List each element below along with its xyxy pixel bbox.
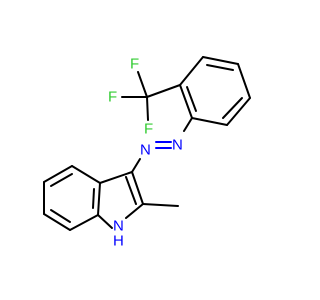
azo-nitrogen-upper: N <box>172 137 183 154</box>
phenyl-ring <box>179 56 251 126</box>
molecule-structure: F F F N N N H <box>43 56 251 250</box>
azo-linkage: N N <box>131 117 193 173</box>
indole-nitrogen-label: N <box>113 218 124 235</box>
fluorine-label-left: F <box>108 89 117 106</box>
fluorine-label-top: F <box>130 56 139 73</box>
fluorine-label-bottom: F <box>144 121 153 138</box>
benzo-ring <box>43 165 101 231</box>
trifluoromethyl-group: F F F <box>108 56 181 138</box>
indole-hydrogen-label: H <box>113 233 124 250</box>
pyrrole-ring: N H <box>97 171 179 250</box>
azo-nitrogen-lower: N <box>140 142 151 159</box>
